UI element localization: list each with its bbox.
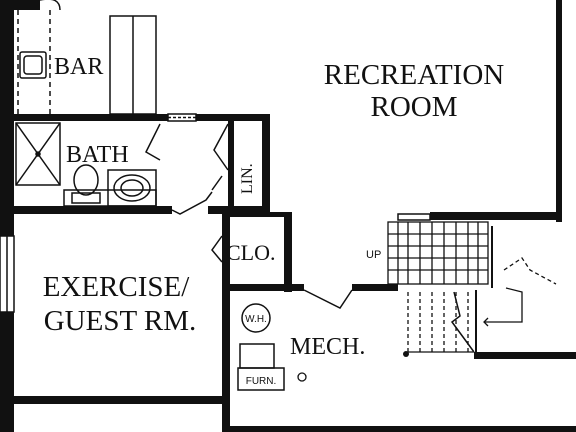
stair-dot [403, 351, 409, 357]
recreation-label-line1: RECREATION [324, 59, 505, 91]
recreation-label-line2: ROOM [370, 91, 457, 123]
top-left-fixture [40, 0, 61, 11]
bath-label: BATH [66, 142, 129, 168]
interior-walls [14, 114, 576, 432]
mech-label: MECH. [290, 334, 365, 360]
toilet [71, 164, 101, 204]
stairs [387, 221, 557, 358]
exercise-label-line2: GUEST RM. [44, 305, 197, 337]
furnace-label: FURN. [246, 376, 277, 387]
bar-label: BAR [54, 54, 103, 80]
bar-counter [17, 10, 157, 115]
bar-sink [19, 51, 47, 79]
furnace-symbol [237, 343, 285, 391]
exterior-walls [0, 0, 562, 432]
stairs-up-label: UP [366, 249, 381, 261]
doors [0, 113, 431, 313]
shower [15, 122, 61, 186]
closet-label: CLO. [226, 240, 276, 265]
water-heater-symbol [241, 303, 271, 333]
bath-vanity [63, 169, 157, 207]
floor-drain [297, 372, 307, 382]
exercise-label-line1: EXERCISE/ [43, 271, 191, 303]
water-heater-label: W.H. [245, 314, 267, 325]
bath-sink [113, 174, 151, 202]
lin-label: LIN. [239, 163, 256, 194]
